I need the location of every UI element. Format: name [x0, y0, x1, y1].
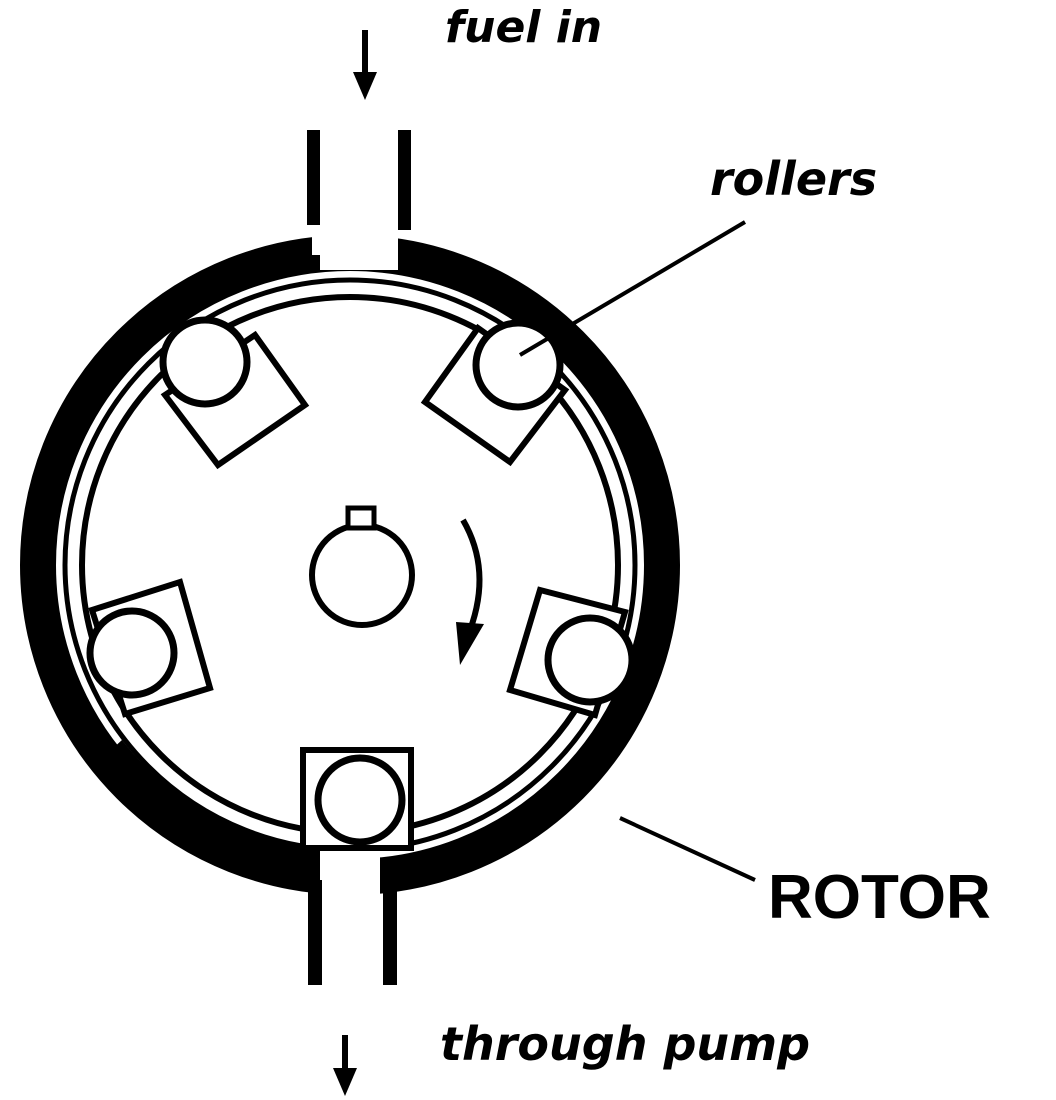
roller-upper-left — [159, 316, 310, 470]
inlet-label: fuel in — [445, 2, 602, 53]
rotor-leader-line — [619, 816, 756, 882]
outlet-port — [308, 850, 397, 985]
roller-right — [506, 586, 636, 719]
roller-bottom — [300, 747, 414, 851]
rotor-label: ROTOR — [768, 863, 991, 932]
roller-left — [86, 578, 214, 718]
outlet-label: through pump — [440, 1017, 810, 1071]
rollers-label: rollers — [710, 152, 877, 206]
curved-arrow-clockwise-icon — [456, 518, 484, 665]
drive-shaft — [309, 505, 415, 628]
outlet-arrow-icon — [333, 1035, 357, 1096]
inlet-port — [307, 130, 411, 270]
rollers-leader-line — [518, 220, 747, 357]
inlet-arrow-icon — [353, 30, 377, 100]
housing-shading — [100, 740, 320, 877]
